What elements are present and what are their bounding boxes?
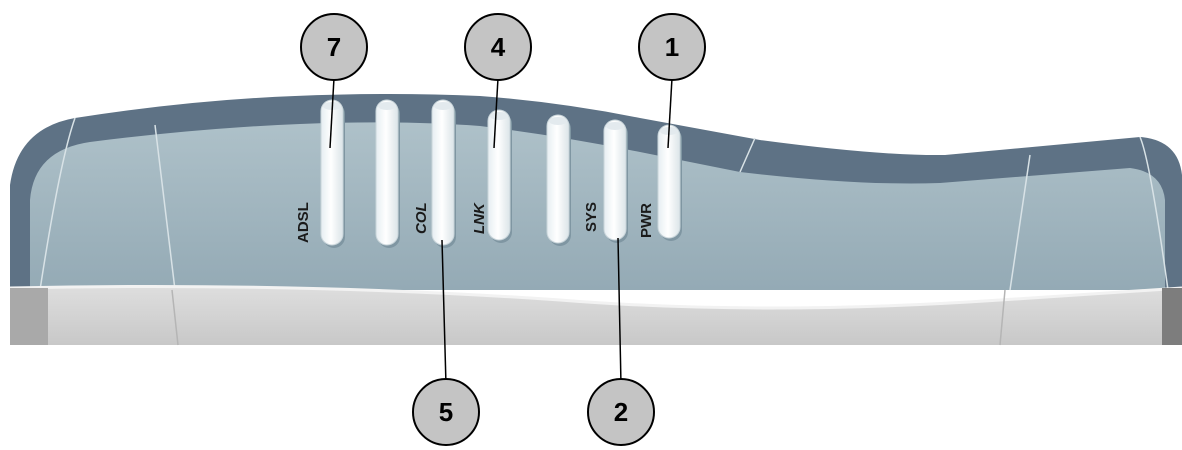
seam-top-right (1139, 136, 1169, 291)
led-group (320, 99, 682, 248)
callout-number: 4 (491, 32, 506, 62)
led-pipe-cap (606, 122, 624, 130)
leader-line-1 (667, 77, 673, 149)
base-seam-left (171, 289, 179, 346)
led-pipe-lnk (487, 109, 511, 241)
led-pipe-cap (490, 112, 508, 120)
callout-circle (412, 378, 480, 446)
led-pipe-unlabeled-1 (375, 99, 399, 246)
led-label-adsl: ADSL (295, 202, 312, 243)
callout-2: 2 (587, 378, 655, 446)
leader-line-7 (329, 77, 335, 149)
device-base (10, 286, 1182, 345)
base-right-edge (1162, 288, 1182, 345)
callout-circle (638, 13, 706, 81)
leader-line-2 (617, 237, 622, 386)
callout-1: 1 (638, 13, 706, 81)
led-label-pwr: PWR (638, 203, 655, 238)
device-face (30, 122, 1165, 291)
seam-upper (39, 117, 76, 291)
base-left-edge (10, 288, 48, 345)
callout-circle (587, 378, 655, 446)
callout-circle (300, 13, 368, 81)
callout-number: 7 (327, 32, 341, 62)
callout-number: 5 (439, 397, 453, 427)
led-pipe-cap (549, 117, 567, 125)
led-label-sys: SYS (583, 202, 600, 232)
callout-5: 5 (412, 378, 480, 446)
callout-number: 1 (665, 32, 679, 62)
seam-left (154, 124, 176, 291)
callout-4: 4 (464, 13, 532, 81)
base-highlight (9, 285, 1182, 310)
leader-line-4 (493, 77, 499, 149)
led-label-col: COL (413, 202, 430, 234)
led-pipe-sys (603, 119, 627, 241)
seam-mid (739, 137, 756, 173)
led-pipe-cap (434, 102, 452, 110)
led-label-lnk: LNK (471, 202, 488, 234)
seam-right (1009, 154, 1031, 291)
callout-7: 7 (300, 13, 368, 81)
led-pipe-col (431, 99, 455, 246)
leader-line-5 (441, 239, 447, 386)
callout-circle (464, 13, 532, 81)
led-pipe-unlabeled-4 (546, 114, 570, 244)
led-pipe-cap (378, 102, 396, 110)
base-seam-right (999, 289, 1006, 346)
callout-number: 2 (614, 397, 628, 427)
